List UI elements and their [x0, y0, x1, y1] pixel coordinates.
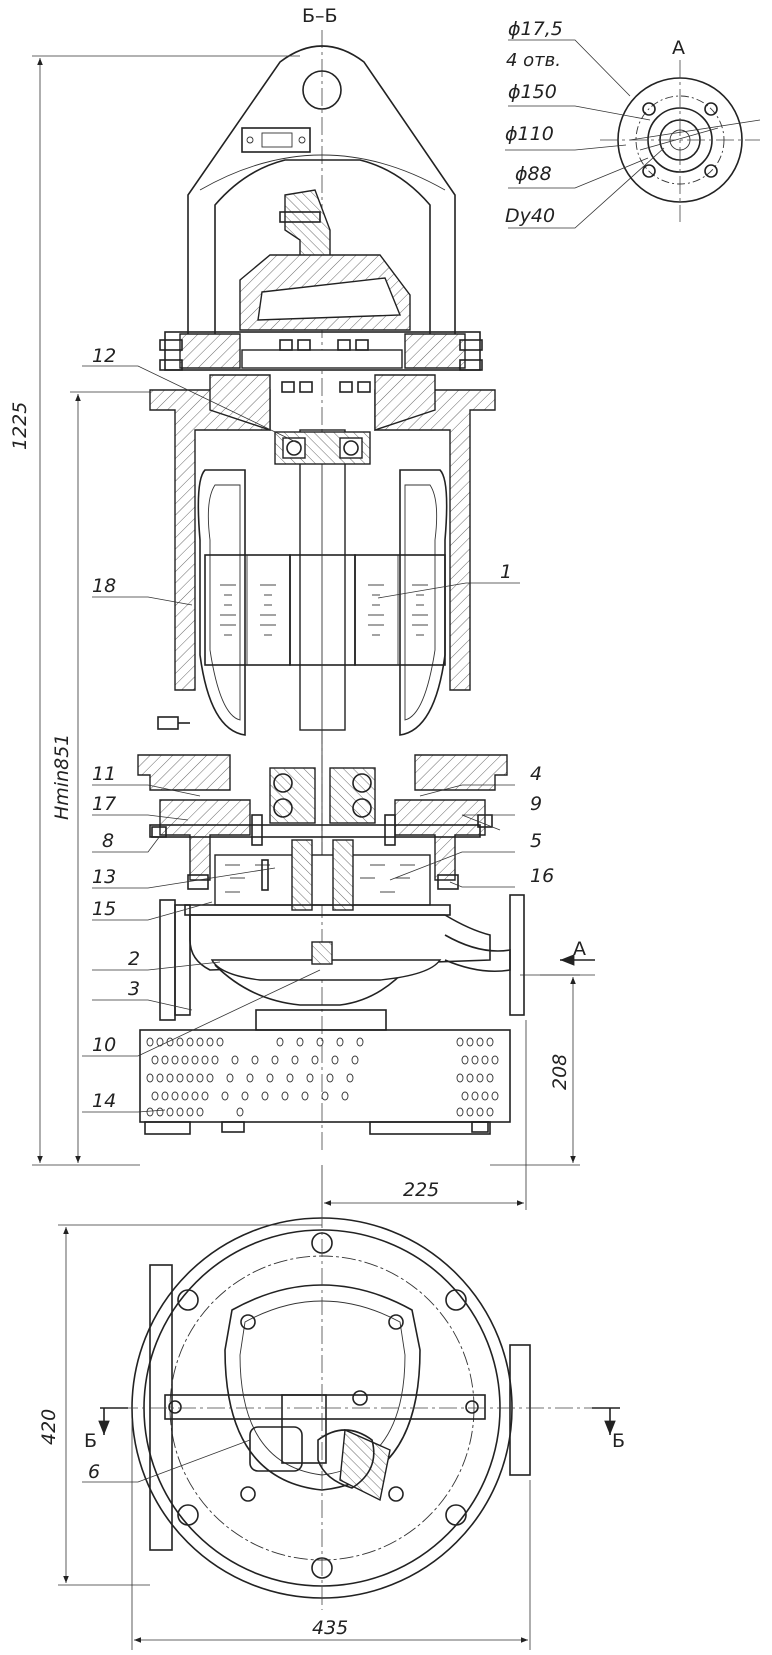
part-4: 4: [530, 763, 542, 785]
part-13: 13: [92, 866, 116, 888]
part-10: 10: [92, 1034, 116, 1056]
mechanical-seal-right: [332, 839, 354, 911]
part-16: 16: [530, 865, 554, 887]
labels: Б–Б А ϕ17,5 4 отв. ϕ150 ϕ110 ϕ88 Dy40 12…: [9, 5, 685, 1639]
flange-view-a: [600, 60, 761, 222]
section-view: [137, 30, 525, 1150]
section-title: Б–Б: [302, 5, 338, 27]
flange-dim-1: ϕ17,5: [508, 18, 563, 40]
lower-bearing-left: [269, 767, 316, 824]
part-11: 11: [92, 763, 116, 785]
part-18: 18: [92, 575, 116, 597]
strainer-holes: [146, 1037, 499, 1117]
discharge-flange: [509, 894, 525, 1016]
part-9: 9: [530, 793, 542, 815]
part-15: 15: [92, 898, 116, 920]
flange-dim-2: 4 отв.: [506, 50, 561, 71]
oil-chamber: [137, 754, 508, 911]
part-17: 17: [92, 793, 116, 815]
dim-overall-height: 1225: [9, 402, 31, 450]
cover-bolts: [279, 339, 371, 393]
dim-outlet-height: 208: [549, 1054, 571, 1090]
rotor-shaft: [299, 429, 346, 731]
strainer-14: [139, 1029, 511, 1123]
part-2: 2: [128, 948, 140, 970]
part-3: 3: [128, 978, 140, 1000]
cut-mark-left: Б: [84, 1430, 97, 1452]
lower-bearing-right: [329, 767, 376, 824]
dim-outlet-offset: 225: [403, 1179, 439, 1201]
flange-dim-3: ϕ150: [508, 81, 557, 103]
motor-housing: [149, 374, 496, 860]
flange-dim-4: ϕ110: [505, 123, 554, 145]
dim-min-depth: Hmin851: [51, 734, 73, 820]
lifting-bracket: [187, 45, 456, 336]
cut-mark-right: Б: [612, 1430, 625, 1452]
part-8: 8: [102, 830, 114, 852]
mechanical-seal-left: [291, 839, 313, 911]
top-cover: [159, 331, 483, 393]
part-5: 5: [530, 830, 542, 852]
part-14: 14: [92, 1090, 116, 1112]
view-title: А: [672, 37, 685, 59]
impeller: [210, 959, 442, 981]
part-6: 6: [88, 1461, 100, 1483]
dim-plan-depth: 420: [38, 1409, 60, 1445]
part-12: 12: [92, 345, 116, 367]
leader-lines: [82, 365, 520, 1483]
dim-plan-width: 435: [312, 1617, 348, 1639]
section-arrow-a: А: [573, 938, 586, 960]
flange-dim-6: Dy40: [505, 205, 555, 227]
plan-view: [120, 1210, 600, 1610]
dimension-lines: [32, 39, 665, 1650]
pump-casing: [139, 894, 525, 1135]
flange-dim-5: ϕ88: [515, 163, 552, 185]
part-1: 1: [500, 561, 512, 583]
